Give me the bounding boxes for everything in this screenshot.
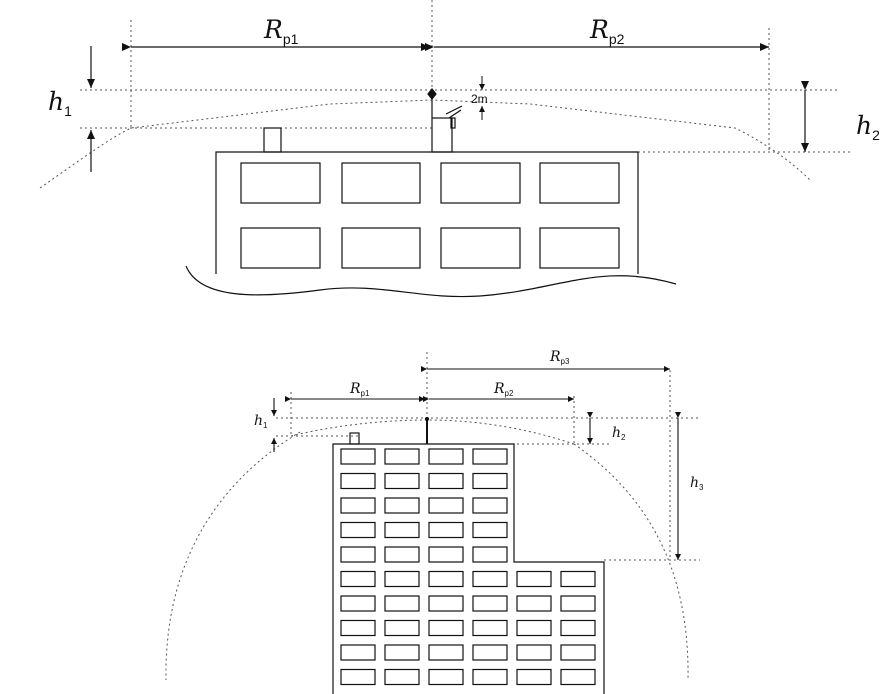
window — [516, 619, 552, 637]
window — [340, 497, 376, 514]
window — [340, 546, 376, 563]
bottom-h2-label: h2 — [612, 425, 626, 442]
bottom-diagram: Rp1 Rp2 Rp3 h1 h2 h3 — [165, 349, 704, 694]
window — [428, 448, 464, 465]
window — [428, 497, 464, 514]
top-diagram: Rp1 Rp2 h1 h2 2m — [39, 0, 880, 298]
window — [384, 668, 420, 686]
window — [384, 546, 420, 563]
window — [340, 668, 376, 686]
top-rp1-label: Rp1 — [263, 15, 299, 47]
window — [560, 668, 596, 686]
bottom-windows — [340, 448, 596, 686]
window — [384, 497, 420, 514]
window — [340, 570, 376, 588]
window — [340, 595, 376, 612]
top-rp2-label: Rp2 — [589, 15, 625, 47]
window — [428, 619, 464, 637]
window — [472, 448, 508, 465]
top-building — [185, 88, 677, 298]
window — [516, 595, 552, 612]
window — [516, 644, 552, 661]
window — [340, 619, 376, 637]
window — [340, 448, 376, 465]
window — [384, 619, 420, 637]
bottom-h1-label: h1 — [254, 413, 268, 430]
top-h1-label: h1 — [48, 87, 72, 119]
window — [428, 644, 464, 661]
window — [428, 472, 464, 490]
window — [472, 521, 508, 539]
top-reference-lines — [39, 0, 852, 189]
window — [384, 570, 420, 588]
bottom-h-arrows — [271, 398, 681, 560]
window — [560, 619, 596, 637]
window — [516, 668, 552, 686]
bottom-reference-lines — [165, 352, 700, 681]
window — [340, 472, 376, 490]
window — [472, 546, 508, 563]
window — [472, 472, 508, 490]
window — [384, 448, 420, 465]
window — [472, 595, 508, 612]
bottom-rp3-label: Rp3 — [549, 349, 570, 366]
window — [560, 644, 596, 661]
window — [340, 644, 376, 661]
window — [560, 595, 596, 612]
window — [428, 546, 464, 563]
top-2m-label: 2m — [471, 92, 488, 106]
window — [384, 644, 420, 661]
window — [516, 570, 552, 588]
window — [560, 570, 596, 588]
window — [340, 521, 376, 539]
window — [472, 497, 508, 514]
window — [384, 521, 420, 539]
bottom-rp-arrows — [285, 366, 670, 402]
window — [472, 619, 508, 637]
bottom-h3-label: h3 — [690, 475, 704, 492]
window — [428, 668, 464, 686]
window — [472, 668, 508, 686]
window — [384, 472, 420, 490]
window — [384, 595, 420, 612]
window — [472, 570, 508, 588]
window — [428, 570, 464, 588]
window — [472, 644, 508, 661]
window — [428, 521, 464, 539]
bottom-building — [332, 416, 605, 694]
bottom-rp2-label: Rp2 — [493, 381, 514, 398]
bottom-rp1-label: Rp1 — [349, 381, 370, 398]
top-h2-label: h2 — [856, 111, 880, 143]
window — [428, 595, 464, 612]
